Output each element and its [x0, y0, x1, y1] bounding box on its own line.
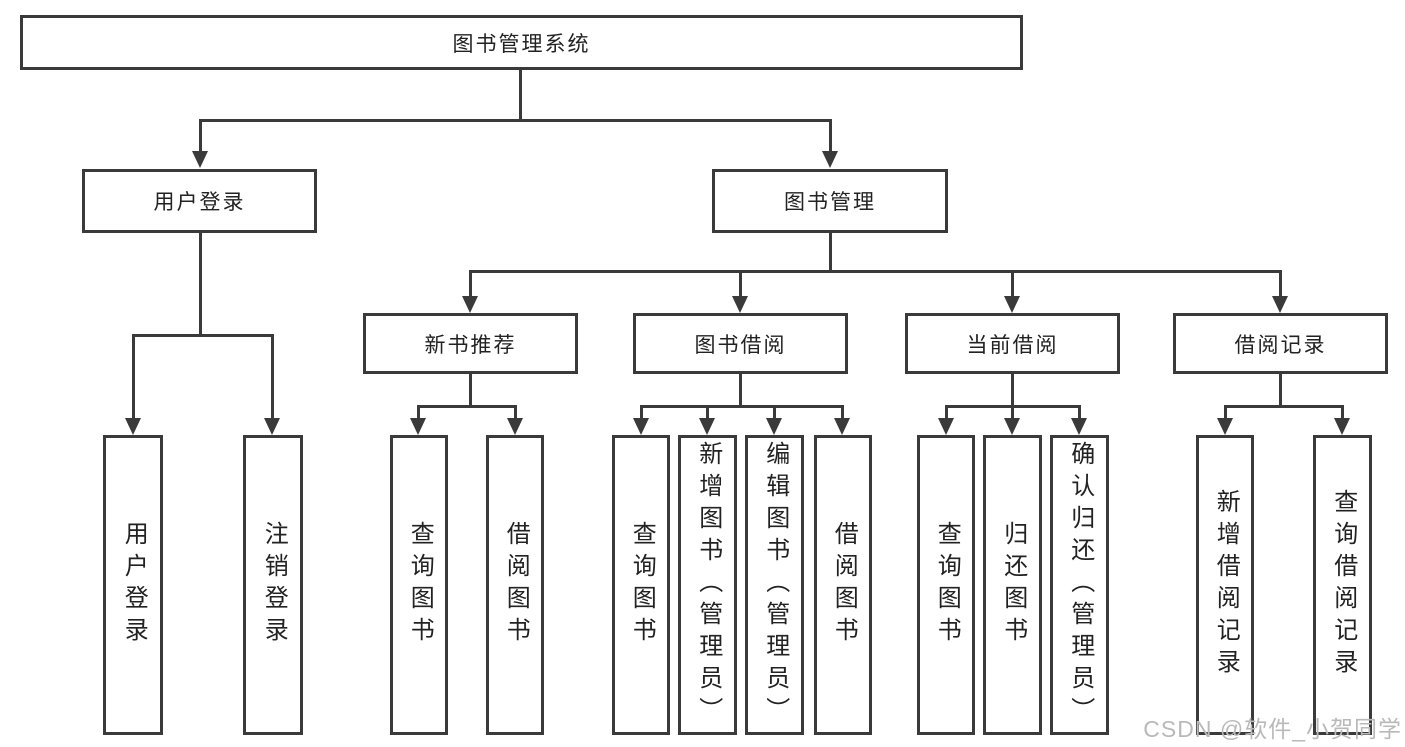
arrow-down-icon [507, 418, 523, 435]
connector-line [829, 233, 832, 273]
leaf-user-login: 用户登录 [103, 435, 163, 735]
node-current-borrow: 当前借阅 [905, 313, 1120, 374]
arrow-down-icon [192, 151, 208, 168]
connector-line [1011, 374, 1014, 408]
connector-line [1341, 405, 1344, 420]
leaf-query-books-recommend: 查询图书 [390, 435, 448, 735]
watermark: CSDN @软件_小贺同学 [1143, 716, 1402, 742]
arrow-down-icon [1272, 296, 1288, 313]
leaf-add-books-admin: 新增图书（管理员） [678, 435, 737, 735]
arrow-down-icon [1004, 296, 1020, 313]
leaf-return-books: 归还图书 [983, 435, 1042, 735]
connector-line [829, 119, 832, 153]
connector-line [640, 405, 643, 420]
connector-line [739, 270, 742, 298]
node-book-management: 图书管理 [712, 169, 948, 233]
connector-line [271, 334, 274, 420]
arrow-down-icon [834, 418, 850, 435]
connector-line [739, 374, 742, 408]
node-new-book-recommend: 新书推荐 [363, 313, 578, 374]
connector-line [1011, 270, 1014, 298]
connector-line [199, 233, 202, 337]
arrow-down-icon [1334, 418, 1350, 435]
arrow-down-icon [1004, 418, 1020, 435]
connector-line [469, 270, 1282, 273]
connector-line [945, 405, 948, 420]
leaf-borrow-books: 借阅图书 [814, 435, 872, 735]
node-user-login: 用户登录 [82, 169, 317, 233]
arrow-down-icon [1071, 418, 1087, 435]
connector-line [1279, 270, 1282, 298]
connector-line [417, 405, 420, 420]
leaf-confirm-return-admin: 确认归还（管理员） [1050, 435, 1109, 735]
arrow-down-icon [1217, 418, 1233, 435]
connector-line [199, 119, 202, 153]
connector-line [706, 405, 709, 420]
node-borrow-records: 借阅记录 [1173, 313, 1388, 374]
connector-line [1279, 374, 1282, 408]
leaf-borrow-books-recommend: 借阅图书 [486, 435, 544, 735]
node-root: 图书管理系统 [20, 15, 1023, 70]
connector-line [132, 334, 274, 337]
leaf-query-books-borrow: 查询图书 [612, 435, 670, 735]
node-book-borrow: 图书借阅 [633, 313, 848, 374]
leaf-edit-books-admin: 编辑图书（管理员） [745, 435, 804, 735]
connector-line [1078, 405, 1081, 420]
arrow-down-icon [633, 418, 649, 435]
arrow-down-icon [264, 418, 280, 435]
leaf-add-borrow-record: 新增借阅记录 [1196, 435, 1254, 735]
arrow-down-icon [699, 418, 715, 435]
connector-line [417, 405, 517, 408]
connector-line [514, 405, 517, 420]
arrow-down-icon [732, 296, 748, 313]
connector-line [1011, 405, 1014, 420]
connector-line [1224, 405, 1344, 408]
arrow-down-icon [766, 418, 782, 435]
arrow-down-icon [410, 418, 426, 435]
leaf-logout: 注销登录 [243, 435, 303, 735]
connector-line [640, 405, 844, 408]
connector-line [469, 374, 472, 408]
connector-line [132, 334, 135, 420]
leaf-query-borrow-record: 查询借阅记录 [1313, 435, 1372, 735]
connector-line [469, 270, 472, 298]
arrow-down-icon [125, 418, 141, 435]
connector-line [841, 405, 844, 420]
leaf-query-books-current: 查询图书 [917, 435, 975, 735]
connector-line [199, 119, 832, 122]
connector-line [773, 405, 776, 420]
arrow-down-icon [822, 151, 838, 168]
arrow-down-icon [938, 418, 954, 435]
connector-line [519, 70, 522, 122]
connector-line [1224, 405, 1227, 420]
arrow-down-icon [462, 296, 478, 313]
